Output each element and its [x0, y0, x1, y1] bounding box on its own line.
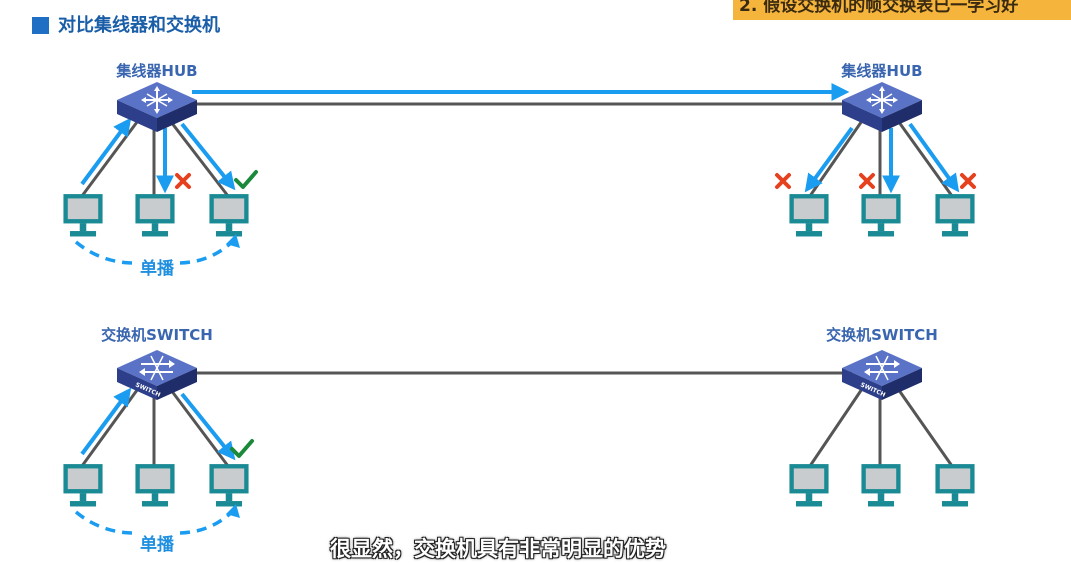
- video-subtitle: 很显然，交换机具有非常明显的优势: [330, 537, 666, 561]
- top-banner: 2. 假设交换机的帧交换表已一学习好: [733, 0, 1071, 20]
- pc-icon: [861, 194, 901, 237]
- pc-icon: [935, 464, 975, 507]
- arrow-hubR-to-pc4: [804, 126, 854, 193]
- unicast-arrowhead: [226, 234, 240, 248]
- cross-icon: [960, 173, 976, 189]
- pc-icon: [861, 464, 901, 507]
- pc-icon: [789, 194, 829, 237]
- title-bullet: [32, 17, 49, 34]
- unicast-arrowhead: [226, 504, 240, 518]
- hub-right-label: 集线器HUB: [841, 62, 923, 80]
- unicast-label-bottom: 单播: [140, 535, 174, 555]
- arrow-switchL-to-pc3: [180, 392, 236, 461]
- cross-icon: [175, 173, 191, 189]
- pc-icon: [63, 464, 103, 507]
- link-hubL-pc1: [80, 117, 142, 197]
- pc-icon: [209, 194, 249, 237]
- pc-icon: [789, 464, 829, 507]
- pc-icon: [209, 464, 249, 507]
- page-title: 对比集线器和交换机: [58, 15, 220, 36]
- pc-icon: [63, 194, 103, 237]
- pc-icon: [935, 194, 975, 237]
- hub-left-label: 集线器HUB: [116, 62, 198, 80]
- cross-icon: [859, 173, 875, 189]
- arrow-hubL-to-pc3: [180, 122, 236, 191]
- switch-left-label: 交换机SWITCH: [101, 326, 213, 344]
- check-icon: [230, 439, 254, 458]
- arrow-pc1-to-hubL: [80, 117, 132, 186]
- pc-icon: [135, 194, 175, 237]
- arrow-pc1-to-switchL: [80, 387, 132, 456]
- hub-left-icon: [117, 81, 197, 133]
- arrow-hubR-to-pc6: [908, 122, 960, 193]
- cross-icon: [775, 173, 791, 189]
- pc-icon: [135, 464, 175, 507]
- unicast-label-top: 单播: [140, 259, 174, 279]
- check-icon: [234, 170, 258, 189]
- switch-right-label: 交换机SWITCH: [826, 326, 938, 344]
